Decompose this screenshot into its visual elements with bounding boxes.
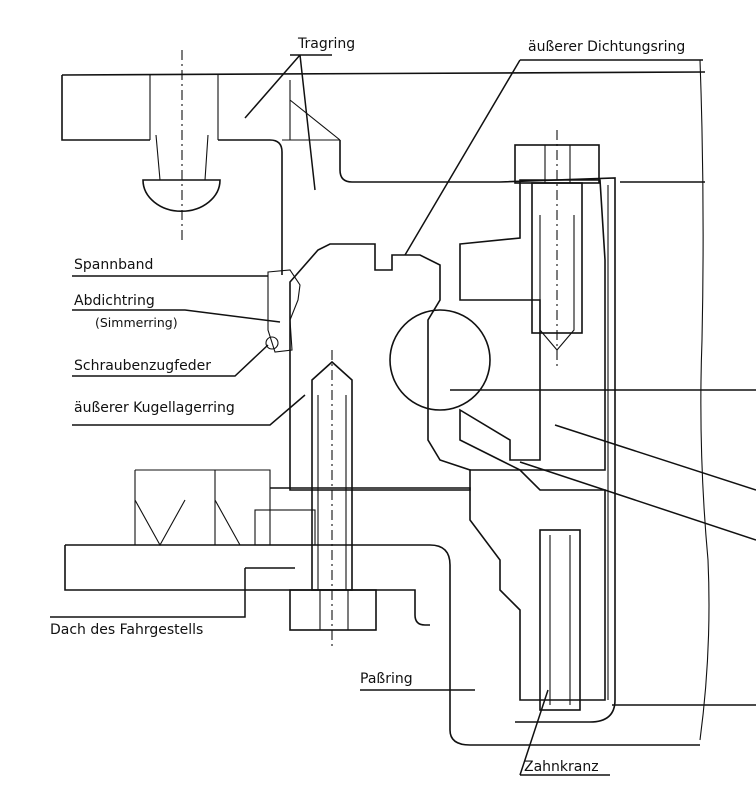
leader-lines [50, 54, 756, 776]
label-passring: Paßring [360, 671, 413, 687]
ring-bolt [539, 529, 581, 711]
label-dach: Dach des Fahrgestells [50, 622, 203, 638]
label-spannband: Spannband [74, 257, 153, 273]
label-simmerring: (Simmerring) [95, 315, 178, 330]
ball [389, 309, 491, 411]
label-tragring: Tragring [297, 36, 355, 52]
zahnkranz-part [270, 469, 606, 701]
outer-bearing-ring [289, 243, 471, 491]
label-dichtungsring: äußerer Dichtungsring [528, 39, 685, 55]
upper-bolt [514, 130, 600, 370]
lower-bolt [289, 350, 377, 650]
label-kugellagerring: äußerer Kugellagerring [74, 400, 235, 416]
dach-part [64, 469, 700, 746]
break-line [699, 59, 710, 741]
spring [265, 336, 279, 350]
label-abdichtring: Abdichtring [74, 293, 155, 309]
simmerring-seal [267, 269, 301, 353]
tragring-part [61, 50, 706, 275]
label-zahnkranz: Zahnkranz [524, 759, 599, 775]
cover-sheet [499, 177, 616, 723]
label-schraubenzugfeder: Schraubenzugfeder [74, 358, 211, 374]
